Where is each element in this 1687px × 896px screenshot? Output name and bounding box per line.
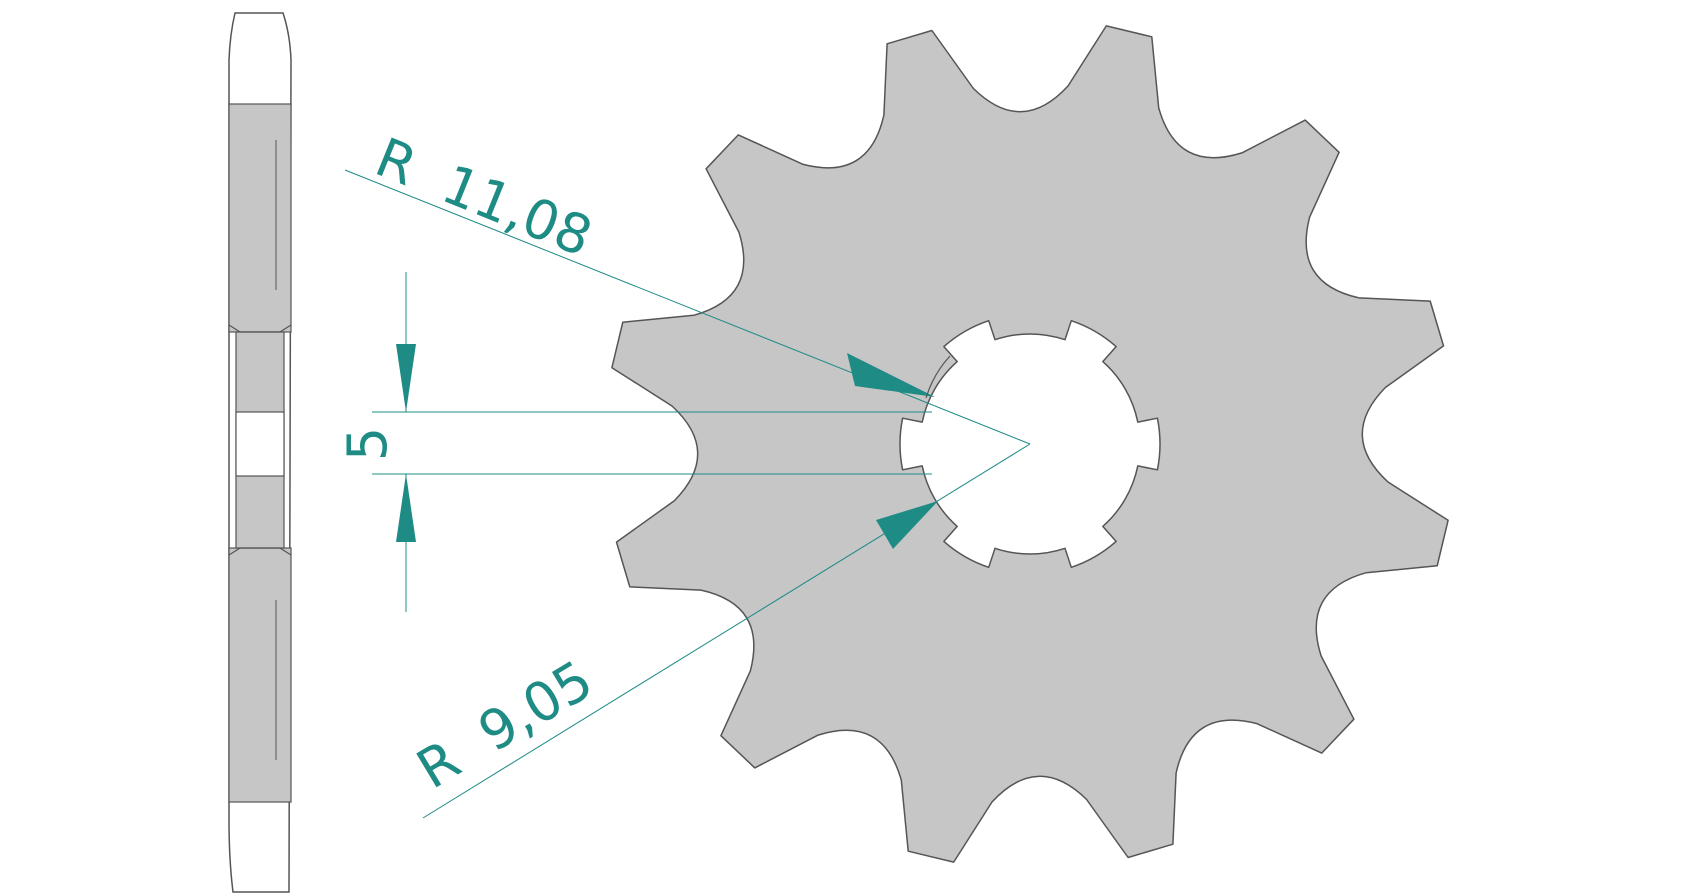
arrowhead-inner-radius <box>876 501 938 549</box>
arrowhead-lower <box>396 474 416 542</box>
leader-line-outer-radius <box>344 169 1031 445</box>
side-profile-view <box>228 12 292 893</box>
label-spline-width: 5 <box>336 427 399 461</box>
arrowhead-outer-radius <box>847 353 935 397</box>
arrowhead-upper <box>396 344 416 412</box>
arc-outer-radius <box>925 355 951 399</box>
side-profile-body-lower <box>228 547 292 803</box>
side-profile-chamfer-upper <box>228 324 292 333</box>
label-outer-radius: R 11,08 <box>367 126 601 269</box>
side-profile-chamfer-lower <box>228 547 292 556</box>
side-profile-bore-gap <box>235 411 285 477</box>
dimension-spline-width: 5 <box>336 272 932 612</box>
side-profile-body-upper <box>228 103 292 333</box>
